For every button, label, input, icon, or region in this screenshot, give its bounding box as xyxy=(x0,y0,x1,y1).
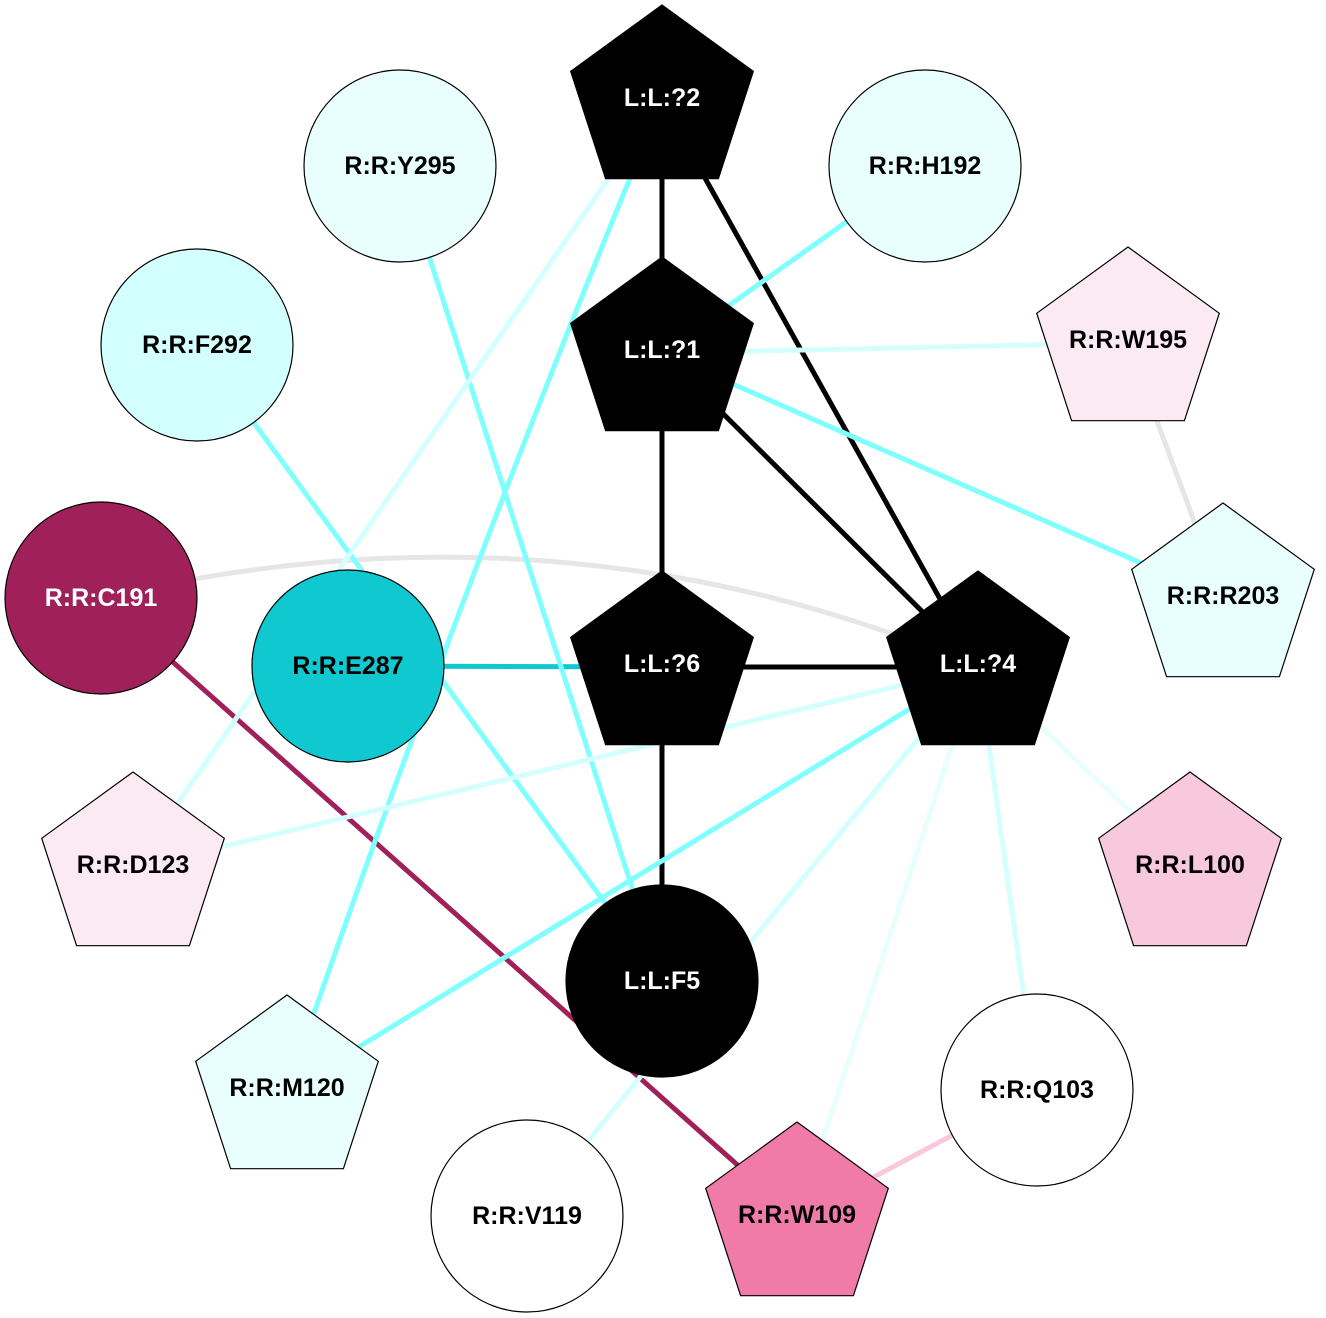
node-l-l-2: L:L:?2 xyxy=(569,4,755,180)
pentagon-shape xyxy=(569,4,755,180)
node-label: R:R:Q103 xyxy=(980,1076,1094,1104)
node-r-r-h192: R:R:H192 xyxy=(828,69,1022,263)
edge-l-l-4-to-r-r-m120 xyxy=(285,664,980,1094)
pentagon-shape xyxy=(704,1121,890,1297)
pentagon-shape xyxy=(1035,246,1221,422)
edge-r-r-r203-to-l-l-1 xyxy=(660,350,1225,602)
circle-shape xyxy=(100,248,294,442)
circle-shape xyxy=(303,69,497,263)
edge-r-r-y295-to-l-l-f5 xyxy=(397,165,665,982)
node-r-r-w195: R:R:W195 xyxy=(1035,246,1221,422)
circle-shape xyxy=(4,501,198,695)
node-label: R:R:R203 xyxy=(1167,582,1280,610)
node-l-l-4: L:L:?4 xyxy=(885,570,1071,746)
edge-l-l-2-to-r-r-d123 xyxy=(130,99,665,870)
node-r-r-d123: R:R:D123 xyxy=(40,771,226,947)
node-label: L:L:?6 xyxy=(624,650,700,678)
node-l-l-f5: L:L:F5 xyxy=(565,884,759,1078)
pentagon-shape xyxy=(569,256,755,432)
node-label: R:R:M120 xyxy=(229,1074,344,1102)
node-r-r-v119: R:R:V119 xyxy=(430,1119,624,1313)
node-label: R:R:Y295 xyxy=(344,152,455,180)
node-label: R:R:H192 xyxy=(869,152,982,180)
node-r-r-m120: R:R:M120 xyxy=(194,994,380,1170)
node-label: L:L:F5 xyxy=(624,967,700,995)
circle-shape xyxy=(430,1119,624,1313)
node-r-r-w109: R:R:W109 xyxy=(704,1121,890,1297)
pentagon-shape xyxy=(1130,502,1316,678)
node-label: R:R:F292 xyxy=(142,331,252,359)
circle-shape xyxy=(828,69,1022,263)
edge-r-r-c191-to-l-l-4 xyxy=(100,554,979,670)
node-r-r-y295: R:R:Y295 xyxy=(303,69,497,263)
pentagon-shape xyxy=(194,994,380,1170)
node-label: L:L:?4 xyxy=(940,650,1016,678)
node-r-r-l100: R:R:L100 xyxy=(1097,771,1283,947)
edge-l-l-4-to-r-r-w109 xyxy=(794,666,981,1219)
circle-shape xyxy=(251,569,445,763)
node-l-l-6: L:L:?6 xyxy=(569,570,755,746)
node-label: R:R:W109 xyxy=(738,1201,856,1229)
edge-l-l-2-to-l-l-4 xyxy=(659,99,981,669)
node-r-r-e287: R:R:E287 xyxy=(251,569,445,763)
node-label: R:R:E287 xyxy=(292,652,403,680)
node-l-l-1: L:L:?1 xyxy=(569,256,755,432)
node-label: R:R:L100 xyxy=(1135,851,1245,879)
node-label: L:L:?2 xyxy=(624,84,700,112)
pentagon-shape xyxy=(569,570,755,746)
node-label: R:R:D123 xyxy=(77,851,190,879)
edge-r-r-c191-to-r-r-w109 xyxy=(99,596,799,1220)
edge-l-l-4-to-r-r-d123 xyxy=(132,664,979,871)
node-r-r-r203: R:R:R203 xyxy=(1130,502,1316,678)
node-label: L:L:?1 xyxy=(624,336,700,364)
pentagon-shape xyxy=(885,570,1071,746)
node-label: R:R:V119 xyxy=(472,1202,582,1230)
node-label: R:R:W195 xyxy=(1069,326,1187,354)
node-r-r-c191: R:R:C191 xyxy=(4,501,198,695)
node-r-r-q103: R:R:Q103 xyxy=(940,993,1134,1187)
pentagon-shape xyxy=(1097,771,1283,947)
circle-shape xyxy=(565,884,759,1078)
node-r-r-f292: R:R:F292 xyxy=(100,248,294,442)
pentagon-shape xyxy=(40,771,226,947)
circle-shape xyxy=(940,993,1134,1187)
node-label: R:R:C191 xyxy=(45,584,158,612)
edge-l-l-2-to-r-r-m120 xyxy=(284,100,665,1092)
